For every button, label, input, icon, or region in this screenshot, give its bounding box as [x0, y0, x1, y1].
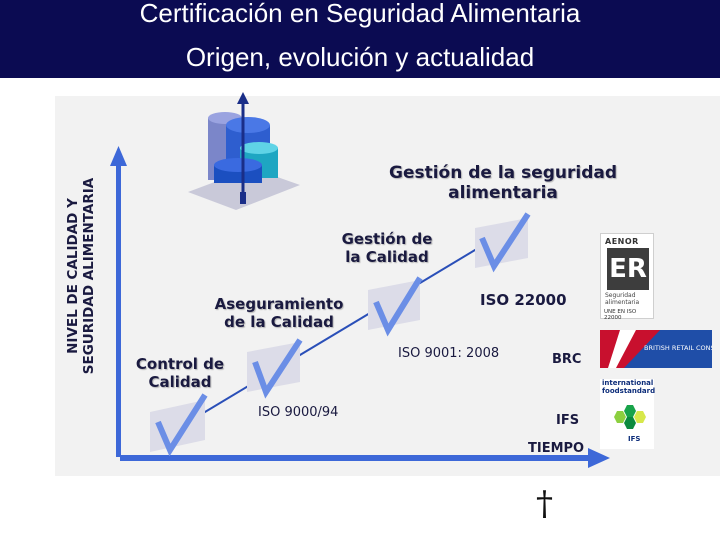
y-axis-title-line1: NIVEL DE CALIDAD Y — [65, 198, 81, 354]
ifs-hex-icon — [624, 417, 636, 429]
aenor-logo-norm: UNE EN ISO 22000 — [604, 309, 637, 321]
ifs-logo-mark: IFS — [628, 435, 641, 443]
stage-3-line2: la Calidad — [345, 248, 429, 266]
brc-label: BRC — [552, 352, 582, 367]
ifs-logo-text: international foodstandard — [602, 379, 655, 395]
aenor-logo-sub2: alimentaria — [605, 299, 640, 306]
ifs-hex-icon — [624, 405, 636, 417]
stage-control-calidad: Control de Calidad — [124, 355, 236, 391]
ifs-hex-icon — [614, 411, 626, 423]
stage-aseguramiento: Aseguramiento de la Calidad — [198, 295, 360, 331]
ifs-label: IFS — [556, 413, 580, 428]
iso-9000-label: ISO 9000/94 — [258, 405, 339, 420]
stage-1-line1: Control de — [135, 355, 225, 373]
check-step-3 — [368, 276, 423, 337]
ifs-logo-line1: international — [602, 379, 654, 387]
pie-chart-icon — [188, 92, 300, 210]
check-step-1 — [150, 393, 208, 457]
ifs-hex-icon — [634, 411, 646, 423]
slide-title: Certificación en Seguridad Alimentaria — [139, 0, 581, 28]
trend-line — [174, 231, 506, 431]
aenor-logo: AENOR ER Seguridad alimentaria UNE EN IS… — [600, 233, 654, 321]
stage-2-line1: Aseguramiento — [214, 295, 344, 313]
y-axis — [110, 146, 127, 457]
stage-2-line2: de la Calidad — [224, 313, 334, 331]
slide-subtitle: Origen, evolución y actualidad — [185, 42, 535, 72]
stage-4-line1: Gestión de la seguridad — [388, 163, 618, 183]
stage-gestion-seguridad: Gestión de la seguridad alimentaria — [382, 163, 624, 203]
brc-logo-text: BRITISH RETAIL CONSORTIUM — [644, 344, 712, 352]
stage-gestion-calidad: Gestión de la Calidad — [328, 230, 446, 266]
x-axis — [120, 448, 610, 468]
stage-1-line2: Calidad — [148, 373, 212, 391]
aenor-logo-sub: Seguridad alimentaria — [605, 292, 639, 306]
check-step-4 — [475, 212, 531, 273]
iso-9001-label: ISO 9001: 2008 — [398, 346, 500, 361]
x-axis-title: TIEMPO — [528, 441, 585, 456]
aenor-logo-sub1: Seguridad — [605, 292, 636, 299]
ifs-logo-line2: foodstandard — [602, 387, 656, 395]
stage-3-line1: Gestión de — [341, 230, 433, 248]
aenor-logo-top: AENOR — [605, 237, 639, 246]
y-axis-title-line2: SEGURIDAD ALIMENTARIA — [81, 177, 97, 375]
title-bar: Certificación en Seguridad Alimentaria O… — [0, 0, 720, 78]
stage-4-line2: alimentaria — [448, 183, 558, 203]
brc-logo: BRITISH RETAIL CONSORTIUM — [600, 330, 712, 368]
ifs-logo: international foodstandard IFS — [600, 379, 655, 449]
dagger-symbol: † — [536, 484, 553, 524]
aenor-logo-mark: ER — [607, 248, 649, 290]
y-axis-title: NIVEL DE CALIDAD Y SEGURIDAD ALIMENTARIA — [65, 146, 105, 406]
iso-22000-label: ISO 22000 — [480, 291, 567, 309]
check-step-2 — [247, 338, 303, 399]
